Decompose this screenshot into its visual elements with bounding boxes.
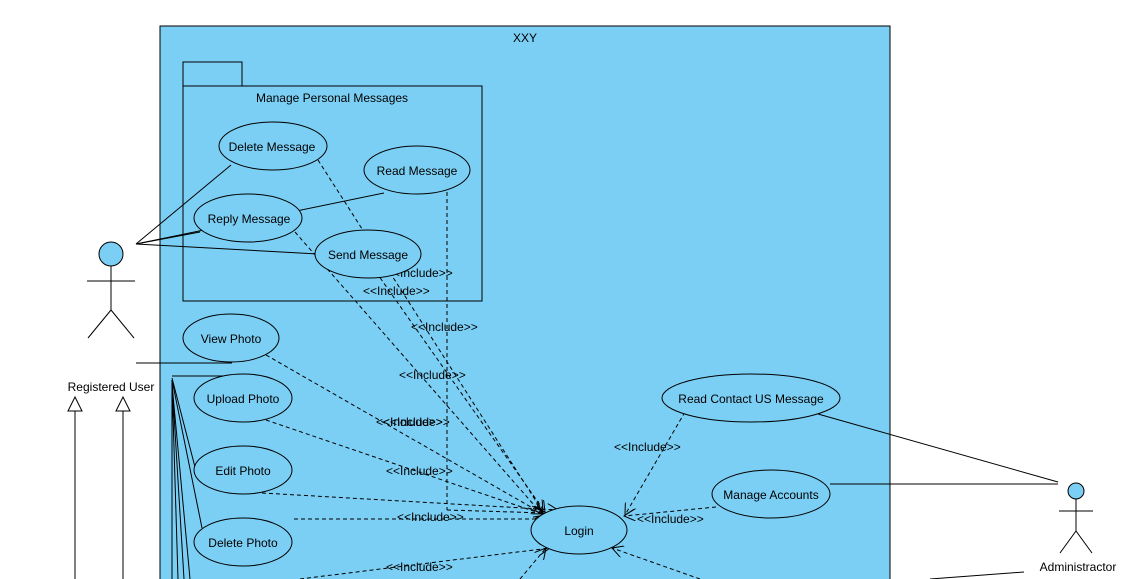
use-case-read-contact-us-message[interactable]: Read Contact US Message [661,373,841,423]
use-case-label: View Photo [201,332,262,346]
use-case-delete-message[interactable]: Delete Message [218,121,328,171]
use-case-send-message[interactable]: Send Message [314,229,422,279]
use-case-read-message[interactable]: Read Message [363,145,471,195]
actor-head [98,241,124,267]
generalization-arrows [67,395,131,579]
use-case-upload-photo[interactable]: Upload Photo [193,373,293,423]
include-dependencies [261,159,717,579]
use-case-label: Delete Photo [208,536,278,550]
include-label: <<Include>> [637,512,704,526]
include-label: <<Include>> [386,560,453,574]
include-label: <<Include>> [363,284,430,298]
use-case-label: Manage Accounts [723,488,818,502]
use-case-login[interactable]: Login [530,505,628,555]
actor-administrator[interactable]: Administractor [1040,482,1117,574]
include-labels: <<Include>> <<Include>> <<Include>> <<In… [363,266,704,574]
include-label: <<Include>> [614,440,681,454]
association-lines [135,164,1059,579]
use-case-label: Edit Photo [215,464,271,478]
use-case-reply-message[interactable]: Reply Message [193,193,303,243]
include-label: <<Include>> [383,415,450,429]
include-label: <<Include>> [397,510,464,524]
use-case-manage-accounts[interactable]: Manage Accounts [711,469,831,519]
use-case-label: Login [564,524,593,538]
system-title: XXY [513,31,537,45]
include-label: <<Include>> [376,415,443,429]
actor-registered-user[interactable]: Registered User [68,241,155,394]
use-case-label: Read Message [377,164,458,178]
include-label: <<Include>> [399,368,466,382]
use-case-label: Send Message [328,248,408,262]
use-case-delete-photo[interactable]: Delete Photo [193,517,293,567]
actor-label: Administractor [1040,560,1117,574]
package-title: Manage Personal Messages [256,91,408,105]
actor-label: Registered User [68,380,155,394]
include-label: <<Include>> [386,464,453,478]
use-case-view-photo[interactable]: View Photo [182,313,280,363]
include-label: <<Include>> [411,320,478,334]
actor-head [1067,482,1085,500]
use-case-label: Upload Photo [207,392,280,406]
use-case-edit-photo[interactable]: Edit Photo [193,445,293,495]
use-case-label: Delete Message [229,140,316,154]
use-case-label: Reply Message [208,212,291,226]
use-case-label: Read Contact US Message [678,392,824,406]
